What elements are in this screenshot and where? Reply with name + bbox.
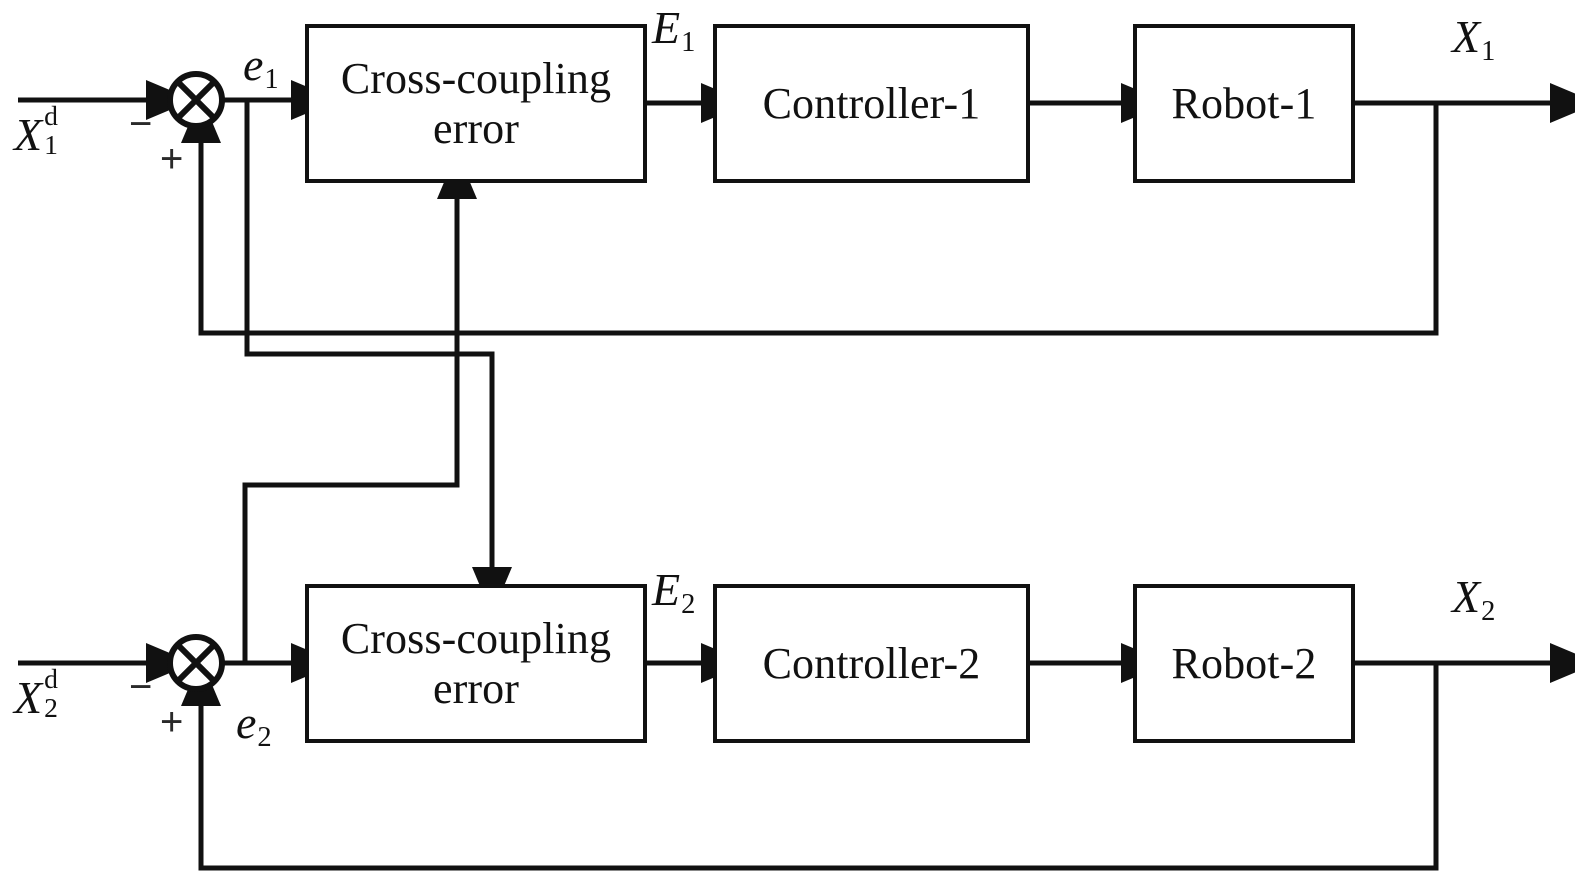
output-label-1: X1 bbox=[1452, 14, 1495, 67]
wire-e1-to-cce2 bbox=[244, 100, 512, 615]
error-label-1: e1 bbox=[243, 42, 279, 95]
reference-2-superscript: d bbox=[44, 662, 58, 694]
robot-2-block[interactable]: Robot-2 bbox=[1133, 584, 1355, 743]
output-1-base: X bbox=[1452, 11, 1481, 62]
output-label-2: X2 bbox=[1452, 574, 1495, 627]
coupled-error-label-1: E1 bbox=[652, 5, 695, 58]
error-2-subscript: 2 bbox=[257, 721, 272, 753]
error-1-base: e bbox=[243, 39, 264, 90]
robot-1-block[interactable]: Robot-1 bbox=[1133, 24, 1355, 183]
cross-coupling-error-1-label: Cross-coupling error bbox=[340, 54, 612, 153]
controller-2-block[interactable]: Controller-2 bbox=[713, 584, 1030, 743]
reference-1-subscript: 1 bbox=[44, 129, 58, 161]
coupled-error-2-subscript: 2 bbox=[681, 588, 696, 620]
wire-x2-feedback bbox=[181, 658, 1439, 871]
reference-1-base: X bbox=[14, 109, 43, 160]
reference-2-subscript: 2 bbox=[44, 692, 58, 724]
output-2-base: X bbox=[1452, 571, 1481, 622]
summing-junction-1-plus-sign: + bbox=[160, 137, 184, 181]
output-1-subscript: 1 bbox=[1481, 35, 1496, 67]
reference-2-base: X bbox=[14, 672, 43, 723]
coupled-error-1-base: E bbox=[652, 2, 681, 53]
reference-1-superscript: d bbox=[44, 99, 58, 131]
summing-junction-2-cross-b bbox=[175, 642, 217, 684]
output-2-subscript: 2 bbox=[1481, 595, 1496, 627]
controller-2-label: Controller-2 bbox=[762, 638, 981, 688]
error-2-base: e bbox=[236, 697, 257, 748]
summing-junction-1-cross-b bbox=[175, 79, 217, 121]
error-1-subscript: 1 bbox=[264, 63, 279, 95]
summing-junction-2-minus-sign: − bbox=[129, 665, 153, 709]
cross-coupling-error-2-label: Cross-coupling error bbox=[340, 614, 612, 713]
error-label-2: e2 bbox=[236, 700, 272, 753]
controller-1-label: Controller-1 bbox=[762, 78, 981, 128]
controller-1-block[interactable]: Controller-1 bbox=[713, 24, 1030, 183]
coupled-error-2-base: E bbox=[652, 564, 681, 615]
summing-junction-2-plus-sign: + bbox=[160, 700, 184, 744]
coupled-error-1-subscript: 1 bbox=[681, 26, 696, 58]
wire-e2-to-cce1 bbox=[242, 151, 477, 663]
cross-coupling-error-1-block[interactable]: Cross-coupling error bbox=[305, 24, 647, 183]
robot-1-label: Robot-1 bbox=[1171, 78, 1317, 128]
summing-junction-1-minus-sign: − bbox=[129, 102, 153, 146]
wire-x1-feedback bbox=[181, 95, 1439, 336]
cross-coupling-error-2-block[interactable]: Cross-coupling error bbox=[305, 584, 647, 743]
robot-2-label: Robot-2 bbox=[1171, 638, 1317, 688]
coupled-error-label-2: E2 bbox=[652, 567, 695, 620]
